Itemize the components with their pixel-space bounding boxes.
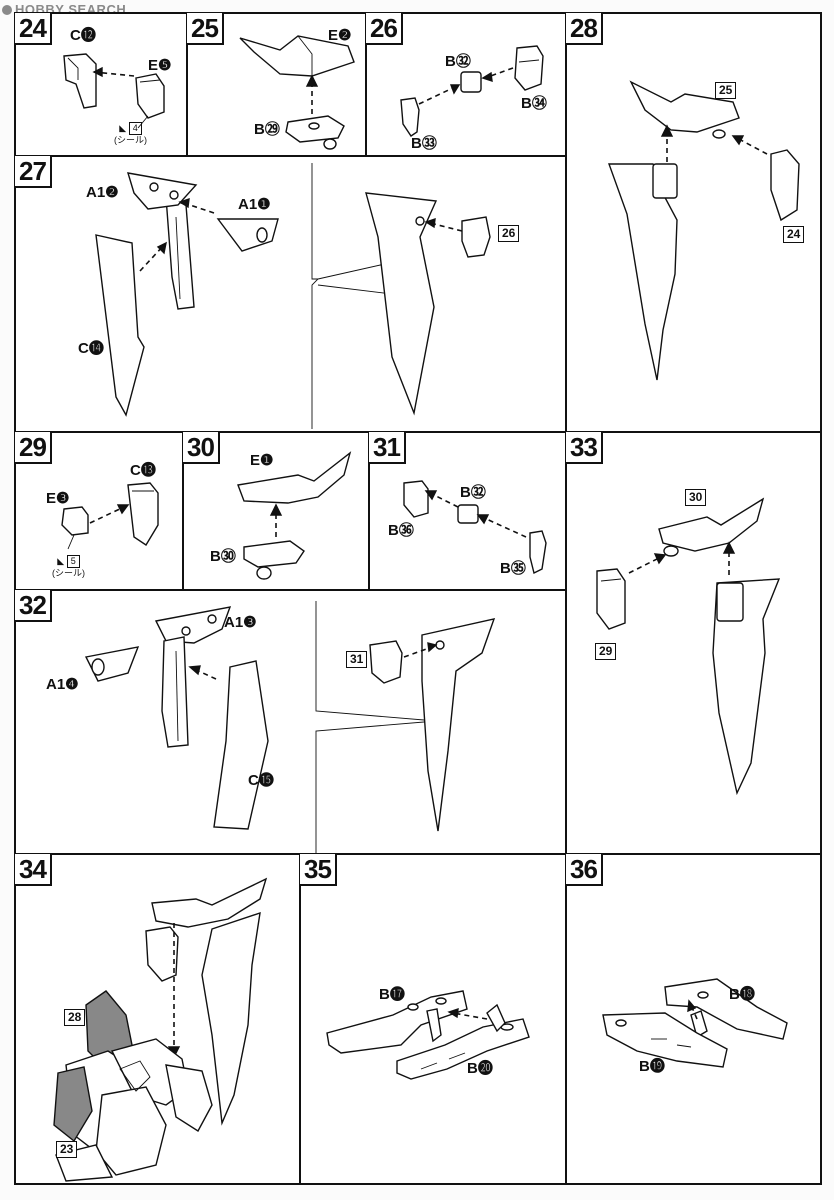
part-label: B⓳ xyxy=(639,1058,665,1075)
step-reference: 29 xyxy=(595,643,617,660)
step-number: 28 xyxy=(566,13,603,45)
part-label: C⓮ xyxy=(78,340,104,357)
part-label: B㊱ xyxy=(388,522,414,539)
step-27-illustration xyxy=(95,163,491,429)
seal-text: (シール) xyxy=(114,135,147,145)
step-number: 34 xyxy=(15,854,52,886)
part-label: E❶ xyxy=(250,452,274,469)
part-label: A1❸ xyxy=(224,614,257,631)
step-36-illustration xyxy=(602,978,788,1068)
part-label: B㉙ xyxy=(254,121,280,138)
part-label: A1❶ xyxy=(238,196,271,213)
part-label: B⓴ xyxy=(467,1060,493,1077)
seal-reference: ◣ 5 (シール) xyxy=(52,555,85,579)
step-reference: 26 xyxy=(498,225,520,242)
step-number: 32 xyxy=(15,590,52,622)
step-number: 30 xyxy=(183,432,220,464)
step-34-panel: 34 28 23 xyxy=(14,853,301,1185)
step-26-panel: 26 B㉜ B㉞ B㉝ xyxy=(365,12,567,157)
step-reference: 24 xyxy=(783,226,805,243)
step-33-panel: 33 30 29 xyxy=(565,431,822,855)
part-label: A1❹ xyxy=(46,676,79,693)
step-number: 36 xyxy=(566,854,603,886)
step-reference: 31 xyxy=(346,651,368,668)
step-24-illustration xyxy=(63,53,165,129)
step-reference: 25 xyxy=(715,82,737,99)
seal-number: 4 xyxy=(128,122,142,135)
step-reference: 23 xyxy=(56,1141,78,1158)
seal-icon: ◣ xyxy=(57,556,65,566)
part-label: C⓯ xyxy=(248,772,274,789)
hobby-search-logo-icon xyxy=(2,4,12,15)
step-29-illustration xyxy=(61,482,159,550)
seal-number: 5 xyxy=(66,555,80,568)
step-number: 31 xyxy=(369,432,406,464)
step-number: 35 xyxy=(300,854,337,886)
part-label: E❺ xyxy=(148,57,172,74)
step-32-illustration xyxy=(84,601,496,853)
part-label: B㉝ xyxy=(411,135,437,152)
step-number: 27 xyxy=(15,156,52,188)
part-label: E❷ xyxy=(328,27,352,44)
part-label: E❸ xyxy=(46,490,70,507)
step-number: 26 xyxy=(366,13,403,45)
part-label: B⓱ xyxy=(379,986,405,1003)
step-number: 33 xyxy=(566,432,603,464)
seal-icon: ◣ xyxy=(119,123,127,133)
step-30-panel: 30 E❶ B㉚ xyxy=(182,431,370,591)
step-28-panel: 28 25 24 xyxy=(565,12,822,433)
part-label: B㉜ xyxy=(460,484,486,501)
step-reference: 28 xyxy=(64,1009,86,1026)
step-35-illustration xyxy=(326,990,530,1080)
step-30-illustration xyxy=(237,451,352,580)
step-31-illustration xyxy=(403,480,547,575)
step-28-illustration xyxy=(608,80,800,381)
step-24-panel: 24 C⓬ E❺ ◣ 4 (シール) xyxy=(14,12,188,157)
step-26-illustration xyxy=(400,45,544,137)
step-29-panel: 29 C⓭ E❸ ◣ 5 (シール) xyxy=(14,431,184,591)
step-32-panel: 32 A1❸ A1❹ C⓯ 31 xyxy=(14,589,567,855)
step-25-panel: 25 E❷ B㉙ xyxy=(186,12,367,157)
step-number: 29 xyxy=(15,432,52,464)
step-27-panel: 27 A xyxy=(14,155,567,433)
step-31-panel: 31 B㉜ B㊱ B㉟ xyxy=(368,431,567,591)
step-33-illustration xyxy=(596,497,781,796)
part-label: C⓭ xyxy=(130,462,156,479)
part-label: B㉚ xyxy=(210,548,236,565)
step-number: 24 xyxy=(15,13,52,45)
part-label: B㉟ xyxy=(500,560,526,577)
seal-text: (シール) xyxy=(52,568,85,578)
step-number: 25 xyxy=(187,13,224,45)
step-35-panel: 35 B⓱ B⓴ xyxy=(299,853,567,1185)
part-label: B⓲ xyxy=(729,986,755,1003)
part-label: B㉞ xyxy=(521,95,547,112)
part-label: B㉜ xyxy=(445,53,471,70)
step-reference: 30 xyxy=(685,489,707,506)
step-36-panel: 36 B⓲ B⓳ xyxy=(565,853,822,1185)
seal-reference: ◣ 4 (シール) xyxy=(114,122,147,146)
step-34-illustration xyxy=(53,877,268,1182)
part-label: A1❷ xyxy=(86,184,119,201)
step-25-illustration xyxy=(239,35,355,150)
part-label: C⓬ xyxy=(70,27,96,44)
